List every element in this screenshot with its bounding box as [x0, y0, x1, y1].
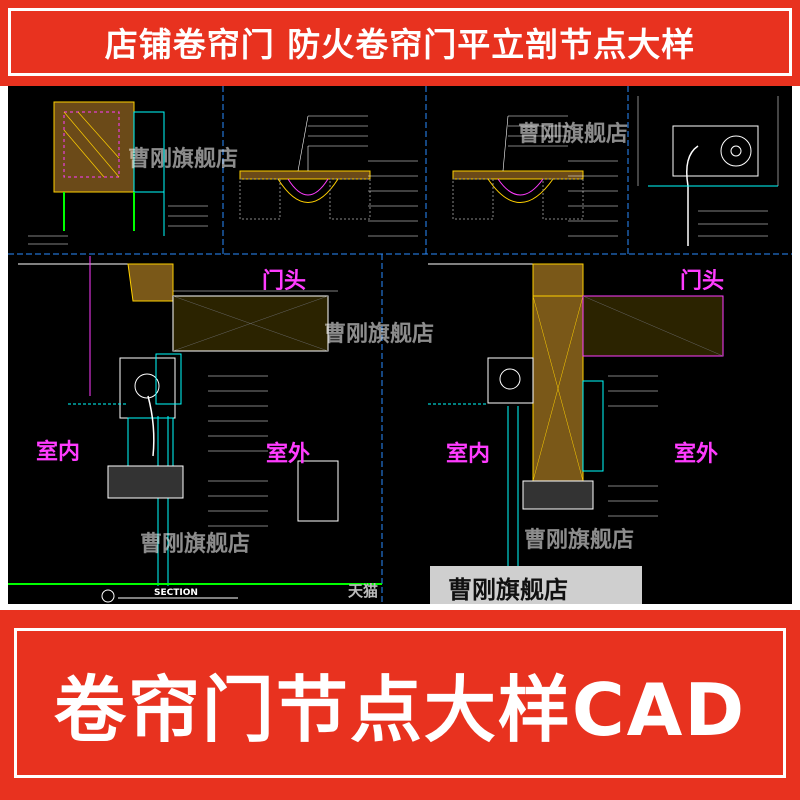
detail-panel-4 [637, 96, 779, 246]
label-outdoor-left: 室外 [266, 442, 311, 467]
bottom-banner: 卷帘门节点大样CAD [0, 610, 800, 800]
cad-drawing [8, 86, 792, 604]
detail-panel-3 [452, 115, 618, 237]
section-title: SECTION [154, 588, 198, 598]
label-indoor-left: 室内 [36, 440, 81, 465]
bottom-banner-frame: 卷帘门节点大样CAD [14, 628, 786, 778]
cad-drawing-canvas: 门头 门头 室内 室外 室内 室外 曹刚旗舰店 曹刚旗舰店 曹刚旗舰店 曹刚旗舰… [8, 86, 792, 604]
label-door-head-left: 门头 [262, 269, 307, 294]
tmall-label: 天猫 [348, 582, 379, 600]
store-badge [430, 566, 642, 604]
top-banner: 店铺卷帘门 防火卷帘门平立剖节点大样 [0, 0, 800, 86]
watermark-bottom-right: 曹刚旗舰店 [524, 528, 635, 553]
detail-panel-1 [28, 101, 208, 245]
top-banner-title: 店铺卷帘门 防火卷帘门平立剖节点大样 [104, 25, 696, 64]
bottom-banner-title: 卷帘门节点大样CAD [53, 667, 747, 752]
section-left [8, 256, 382, 603]
top-banner-frame: 店铺卷帘门 防火卷帘门平立剖节点大样 [8, 8, 792, 76]
label-outdoor-right: 室外 [674, 442, 719, 467]
label-door-head-right: 门头 [680, 269, 725, 294]
section-right [428, 263, 724, 604]
watermark-top-left: 曹刚旗舰店 [128, 147, 239, 172]
watermark-middle: 曹刚旗舰店 [324, 322, 435, 347]
detail-panel-2 [239, 115, 418, 237]
watermark-top: 曹刚旗舰店 [518, 122, 629, 147]
watermark-bottom-left: 曹刚旗舰店 [140, 532, 251, 557]
label-indoor-right: 室内 [446, 442, 491, 467]
store-name: 曹刚旗舰店 [448, 576, 568, 604]
